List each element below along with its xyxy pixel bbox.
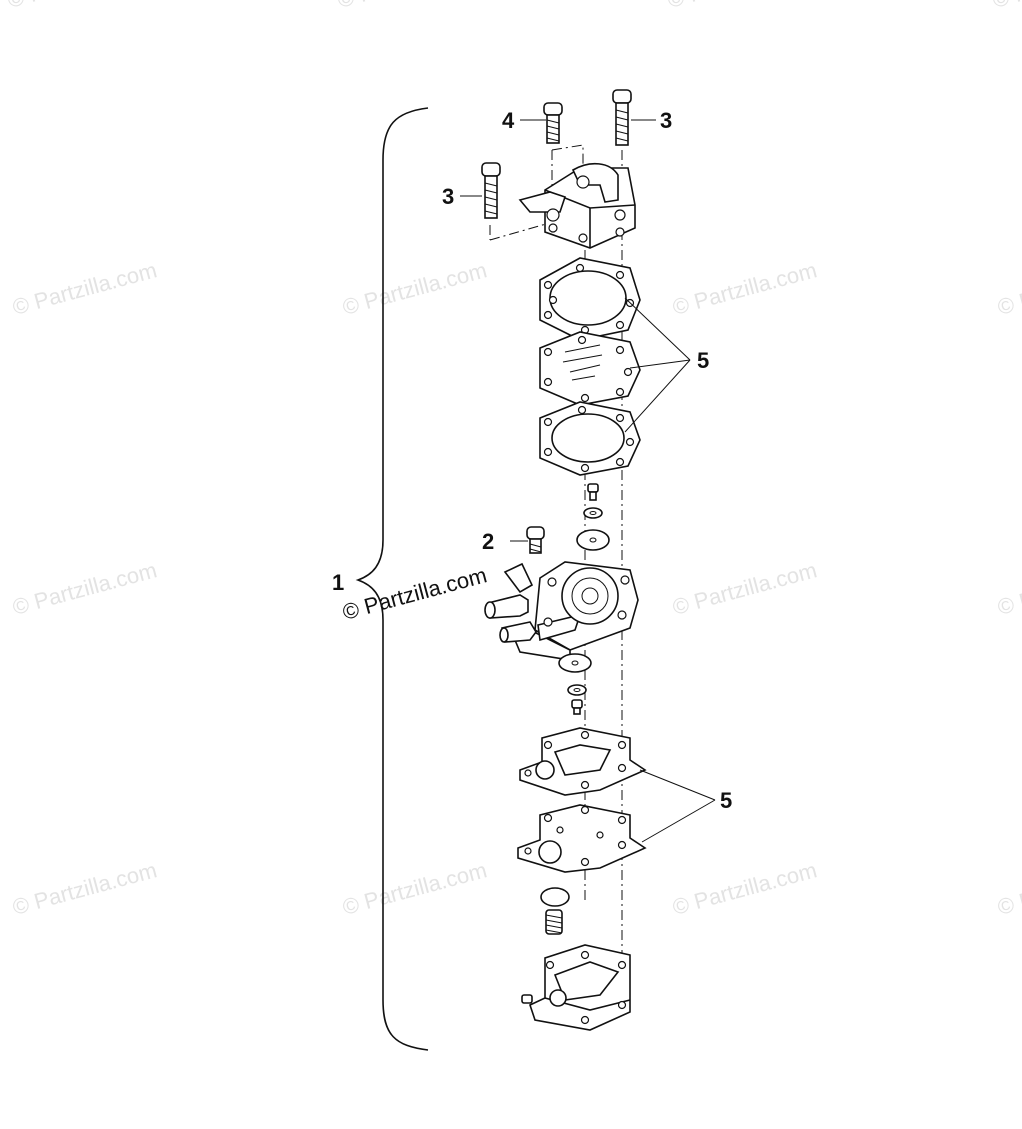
assembly-brace: [355, 107, 429, 1051]
watermark: © Partzilla.com: [990, 0, 1022, 13]
screw-2: [526, 526, 545, 554]
watermark: © Partzilla.com: [670, 257, 820, 320]
valve-spring: [540, 887, 570, 935]
screw-3-left: [481, 162, 501, 219]
gasket-middle: [539, 401, 641, 476]
watermark: © Partzilla.com: [995, 257, 1022, 320]
callout-5-upper: 5: [697, 348, 709, 373]
check-valve-lower: [558, 653, 592, 715]
leader-lines: [460, 119, 716, 843]
watermark: © Partzilla.com: [335, 0, 485, 13]
callout-4: 4: [502, 108, 515, 133]
check-valve-screw-upper: [576, 483, 610, 551]
watermark: © Partzilla.com: [995, 857, 1022, 920]
watermark-layer: © Partzilla.com © Partzilla.com © Partzi…: [5, 0, 1022, 920]
top-cover: [518, 162, 636, 249]
watermark: © Partzilla.com: [995, 557, 1022, 620]
gasket-lower-1: [519, 727, 647, 796]
watermark: © Partzilla.com: [670, 557, 820, 620]
watermark: © Partzilla.com: [670, 857, 820, 920]
center-watermark: © Partzilla.com: [340, 562, 490, 625]
callout-3-right: 3: [660, 108, 672, 133]
watermark: © Partzilla.com: [340, 857, 490, 920]
callout-5-lower: 5: [720, 788, 732, 813]
callout-2: 2: [482, 529, 494, 554]
watermark: © Partzilla.com: [10, 557, 160, 620]
watermark: © Partzilla.com: [665, 0, 815, 13]
bottom-cover: [521, 944, 631, 1031]
callout-3-left: 3: [442, 184, 454, 209]
callout-1: 1: [332, 570, 344, 595]
pump-body: [484, 561, 639, 661]
watermark: © Partzilla.com: [10, 257, 160, 320]
diaphragm: [539, 331, 641, 406]
watermark: © Partzilla.com: [5, 0, 155, 13]
gasket-upper: [539, 257, 641, 341]
watermark: © Partzilla.com: [10, 857, 160, 920]
screw-3-right: [612, 89, 632, 146]
gasket-lower-2: [517, 804, 647, 873]
watermark: © Partzilla.com: [340, 257, 490, 320]
screw-4: [543, 102, 563, 144]
